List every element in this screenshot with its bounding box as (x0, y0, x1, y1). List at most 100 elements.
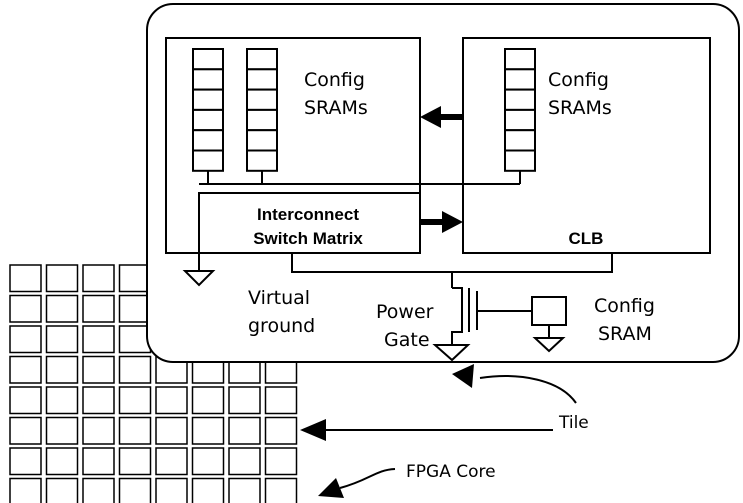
tile-label: Tile (558, 413, 589, 433)
sram-cell (192, 48, 224, 71)
fpga-grid-cell (9, 294, 42, 323)
fpga-core-pointer-head (318, 478, 344, 498)
fpga-grid-cell (228, 416, 261, 445)
fpga-grid-cell (82, 447, 115, 476)
power-gate-label-line2: Gate (384, 329, 430, 351)
fpga-grid-cell (155, 477, 188, 503)
fpga-grid-cell (45, 477, 79, 503)
sram-cell (246, 68, 278, 91)
fpga-grid-cell (264, 416, 298, 445)
fpga-grid-cell (45, 294, 79, 323)
fpga-grid-cell (82, 294, 115, 323)
virtual-ground-bus (291, 253, 613, 288)
fpga-grid-cell (191, 416, 225, 445)
fpga-grid-cell (264, 477, 298, 503)
sram-cell (504, 48, 536, 71)
fpga-grid-cell (82, 355, 115, 384)
left-config-srams-label-line1: Config (304, 69, 365, 91)
sram-cell (246, 108, 278, 132)
fpga-grid-cell (155, 386, 188, 415)
config-sram-stack-right (504, 48, 536, 172)
interconnect-label-line1: Interconnect (257, 205, 359, 224)
interconnect-label-line2: Switch Matrix (253, 229, 363, 248)
interconnect-to-clb-arrow-head (442, 211, 463, 233)
sram-cell (192, 129, 224, 152)
fpga-grid-cell (118, 416, 152, 445)
config-sram-label-line2: SRAM (598, 323, 652, 345)
left-config-srams-label-line2: SRAMs (304, 97, 368, 119)
fpga-grid-cell (45, 355, 79, 384)
fpga-grid-cell (9, 447, 42, 476)
virtual-ground-label-line1: Virtual (248, 287, 310, 309)
right-config-srams-label-line1: Config (548, 69, 609, 91)
sram-cell (192, 108, 224, 132)
fpga-grid-cell (9, 264, 42, 293)
fpga-grid-cell (155, 416, 188, 445)
virtual-ground-symbol (182, 270, 216, 287)
config-sram-ground-symbol (532, 337, 566, 353)
fpga-grid-cell (118, 325, 152, 354)
fpga-grid-cell (118, 294, 152, 323)
sram-cell (246, 129, 278, 152)
tile-pointer-curve (479, 375, 577, 404)
fpga-grid-cell (155, 447, 188, 476)
sram-cell (246, 48, 278, 71)
power-gate-transistor (451, 287, 463, 345)
sram-cell (246, 88, 278, 111)
fpga-grid-cell (228, 447, 261, 476)
virtual-ground-label-line2: ground (248, 315, 315, 337)
fpga-grid-cell (82, 386, 115, 415)
sram-cell (504, 68, 536, 91)
power-gate-label-line1: Power (376, 301, 434, 323)
sram-cell (504, 88, 536, 111)
sram-cell (504, 108, 536, 132)
fpga-grid-cell (264, 447, 298, 476)
sram-cell (504, 149, 536, 172)
fpga-grid-cell (45, 264, 79, 293)
fpga-core-pointer-curve (339, 468, 396, 489)
fpga-grid-cell (45, 416, 79, 445)
fpga-grid-cell (82, 264, 115, 293)
fpga-grid-cell (45, 447, 79, 476)
tile-pointer-head (452, 364, 474, 388)
sram-cell (192, 149, 224, 172)
fpga-grid-cell (228, 386, 261, 415)
fpga-grid-cell (228, 477, 261, 503)
fpga-grid-cell (9, 386, 42, 415)
fpga-grid-cell (191, 477, 225, 503)
fpga-grid-cell (118, 447, 152, 476)
fpga-grid-cell (9, 325, 42, 354)
fpga-grid-cell (264, 386, 298, 415)
sram-cell (192, 88, 224, 111)
fpga-grid-cell (9, 477, 42, 503)
fpga-grid-cell (45, 325, 79, 354)
grid-tile-arrow-head (300, 419, 326, 441)
clb-block (462, 37, 711, 254)
fpga-grid-cell (118, 477, 152, 503)
config-sram-stack-left-1 (192, 48, 224, 172)
sram-cell (246, 149, 278, 172)
config-sram-stack-left-2 (246, 48, 278, 172)
fpga-grid-cell (82, 477, 115, 503)
power-gate-gate-line (476, 291, 532, 330)
fpga-grid-cell (9, 355, 42, 384)
fpga-grid-cell (118, 355, 152, 384)
power-gate-ground-symbol (432, 344, 471, 362)
sram-cell (504, 129, 536, 152)
fpga-core-label: FPGA Core (406, 462, 496, 482)
clb-label: CLB (569, 229, 604, 248)
fpga-grid-cell (191, 386, 225, 415)
clb-to-interconnect-arrow-head (420, 106, 441, 128)
right-config-srams-label-line2: SRAMs (548, 97, 612, 119)
fpga-grid-cell (45, 386, 79, 415)
fpga-grid-cell (118, 264, 152, 293)
config-sram-label-line1: Config (594, 295, 655, 317)
fpga-grid-cell (118, 386, 152, 415)
fpga-grid-cell (191, 447, 225, 476)
fpga-grid-cell (9, 416, 42, 445)
sram-stack-1-wire (199, 171, 521, 185)
sram-cell (192, 68, 224, 91)
fpga-grid-cell (82, 325, 115, 354)
fpga-grid-cell (82, 416, 115, 445)
